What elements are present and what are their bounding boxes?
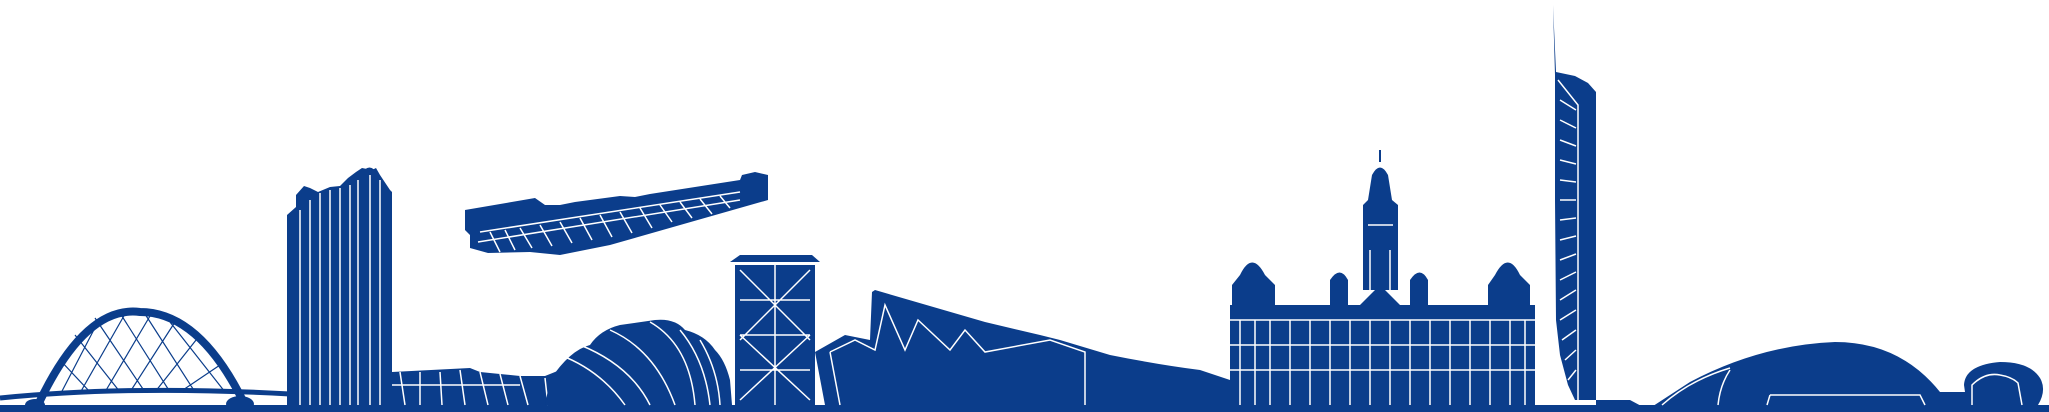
cantilever-crane bbox=[465, 172, 820, 405]
arch-bridge bbox=[0, 307, 291, 412]
armadillo-auditorium bbox=[545, 319, 732, 406]
tower-blocks bbox=[287, 167, 392, 405]
riverside-museum bbox=[815, 290, 1230, 406]
low-buildings bbox=[392, 360, 595, 406]
ground-line bbox=[0, 405, 2049, 412]
observation-tower bbox=[1553, 5, 1596, 400]
science-centre bbox=[1596, 342, 2044, 408]
city-chambers bbox=[1230, 150, 1535, 405]
